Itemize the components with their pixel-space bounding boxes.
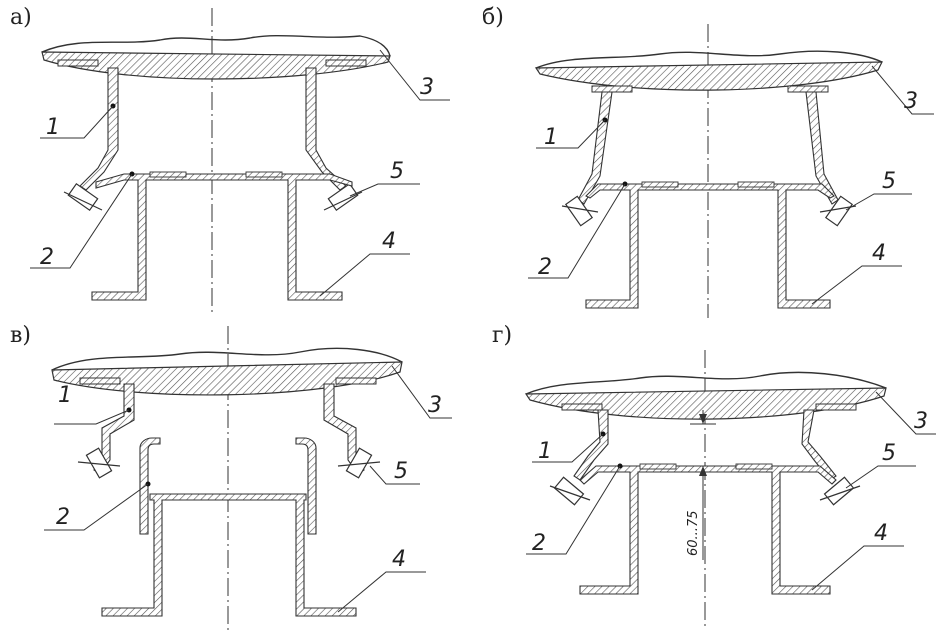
panel-a-beam (91, 173, 353, 301)
panel-v: в) 1 2 3 4 5 (10, 323, 452, 630)
panel-a-leader-5 (349, 183, 420, 197)
panel-a-pad-right (325, 59, 367, 67)
panel-a: а) 1 2 3 4 5 (10, 5, 450, 312)
panel-b-body-outline (535, 50, 883, 69)
panel-v-label-4: 4 (392, 547, 406, 572)
panel-b-body-plate (534, 61, 883, 91)
panel-b-pad-left (591, 85, 633, 93)
panel-a-bracket-left (79, 67, 119, 191)
panel-g-leader-4 (811, 545, 904, 591)
panel-a-leader-1 (40, 105, 114, 139)
panel-b-leader-3 (871, 65, 934, 115)
panel-v-bracket-right (323, 383, 365, 475)
panel-a-label-2: 2 (40, 245, 54, 270)
panel-a-leader-3 (379, 49, 450, 101)
panel-a-bolt-right (323, 182, 363, 212)
panel-g-label-4: 4 (874, 521, 888, 546)
panel-g-label-1: 1 (538, 439, 552, 464)
panel-g-beam (579, 465, 837, 595)
panel-g-pad-right (815, 403, 857, 411)
panel-g-pad-left (561, 403, 603, 411)
panel-b-leader-1 (536, 119, 606, 149)
panel-v-channel-left (139, 437, 161, 535)
panel-b-label-2: 2 (538, 255, 552, 280)
panel-b-bolt-right (819, 195, 857, 227)
panel-v-leader-4 (337, 571, 426, 613)
panel-a-plate-right (245, 171, 283, 178)
panel-g-body-outline (525, 371, 887, 395)
panel-v-leader-2 (44, 483, 149, 531)
panel-g-label-2: 2 (532, 531, 546, 556)
panel-a-pad-left (57, 59, 99, 67)
panel-g-leader-3 (875, 391, 936, 435)
panel-a-label-4: 4 (382, 229, 396, 254)
panel-a-leader-2 (30, 173, 133, 269)
panel-a-body-outline (41, 34, 391, 57)
panel-v-bolt-right (337, 447, 381, 479)
panel-v-letter: в) (10, 323, 31, 348)
panel-a-label-3: 3 (420, 75, 434, 100)
panel-b-label-1: 1 (544, 125, 558, 150)
panel-g-label-5: 5 (882, 441, 896, 466)
panel-a-label-1: 1 (46, 115, 60, 140)
panel-b-pad-right (787, 85, 829, 93)
panel-g-plate-left (639, 463, 677, 470)
panel-g-leader-5 (845, 465, 916, 489)
panel-b-letter: б) (482, 5, 504, 30)
panel-g-leader-1 (532, 433, 604, 463)
panel-v-label-2: 2 (56, 505, 70, 530)
panel-g-letter: г) (492, 323, 512, 348)
panel-v-leader-1 (54, 409, 130, 425)
panel-g-bolt-left (549, 476, 591, 506)
panel-b-bolt-left (561, 195, 599, 227)
panel-a-plate-left (149, 171, 187, 178)
panel-v-bolt-left (77, 447, 121, 479)
panel-g: г) 60...75 1 (492, 323, 936, 630)
panel-b-plate-left (641, 181, 679, 188)
panel-g-bracket-right (801, 409, 837, 481)
panel-v-body-plate (51, 361, 403, 396)
panel-g-dimension: 60...75 (686, 410, 716, 560)
panel-v-channel-right (295, 437, 317, 535)
panel-b-leader-2 (528, 183, 626, 279)
panel-v-pad-right (335, 377, 377, 385)
panel-v-label-5: 5 (394, 459, 408, 484)
panel-v-leader-3 (391, 365, 452, 419)
panel-b: б) 1 2 3 4 5 (482, 5, 934, 318)
panel-b-leader-4 (811, 265, 902, 305)
panel-a-letter: а) (10, 5, 32, 30)
panel-v-leader-5 (369, 465, 420, 485)
panel-g-label-3: 3 (914, 409, 928, 434)
panel-a-label-5: 5 (390, 159, 404, 184)
panel-v-label-3: 3 (428, 393, 442, 418)
panel-a-bracket-right (305, 67, 347, 191)
panel-b-leader-5 (845, 193, 912, 211)
panel-v-body-outline (51, 347, 403, 371)
panel-g-dimension-text: 60...75 (686, 511, 701, 556)
panel-a-bolt-left (63, 182, 103, 212)
panel-g-bolt-right (819, 476, 861, 506)
panel-v-pad-left (79, 377, 121, 385)
panel-b-plate-right (737, 181, 775, 188)
panel-b-label-5: 5 (882, 169, 896, 194)
panel-a-body-plate (41, 51, 391, 80)
panel-b-beam (585, 183, 835, 309)
panel-v-beam (101, 493, 357, 617)
panel-b-label-3: 3 (904, 89, 918, 114)
panel-v-label-1: 1 (58, 383, 72, 408)
panel-b-label-4: 4 (872, 241, 886, 266)
panel-g-plate-right (735, 463, 773, 470)
panel-a-leader-4 (319, 253, 410, 297)
panel-g-leader-2 (526, 465, 621, 555)
